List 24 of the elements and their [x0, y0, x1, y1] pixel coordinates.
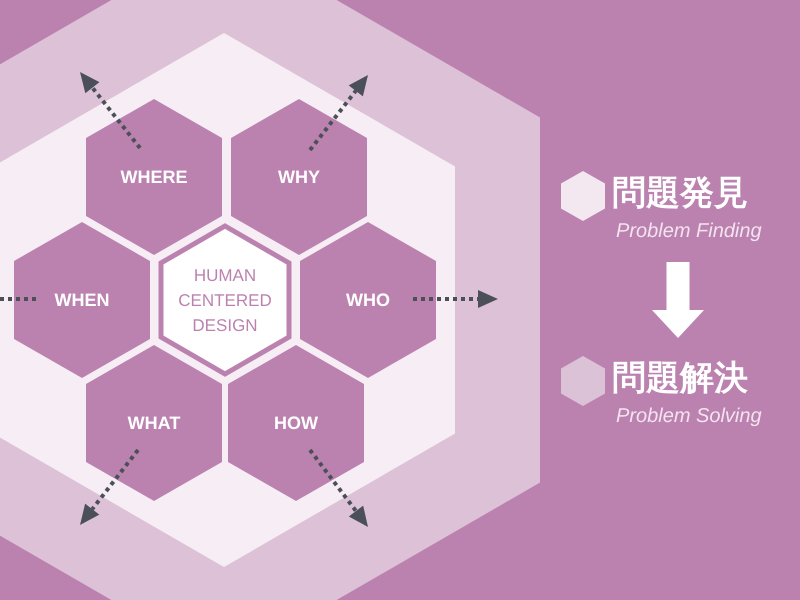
tile-label: WHAT [128, 412, 180, 434]
hexagon-tile [86, 345, 222, 501]
subtitle: Problem Solving [616, 404, 762, 428]
tile-label: WHY [278, 166, 320, 188]
dotted-arrow [308, 75, 368, 152]
center-hexagon [157, 222, 293, 378]
dotted-arrow [413, 290, 498, 308]
heading: 問題発見 [612, 173, 748, 213]
heading: 問題解決 [612, 358, 748, 398]
tile-label: HUMAN CENTERED DESIGN [177, 264, 273, 336]
tile-label: WHEN [54, 290, 110, 310]
hexagon-tile [231, 99, 367, 255]
hexagon-tile [86, 99, 222, 255]
tile-label: WHO [346, 290, 390, 310]
flow-arrow [652, 262, 704, 338]
dotted-arrow [80, 72, 142, 150]
dotted-arrow [80, 448, 140, 525]
dotted-arrow [308, 448, 368, 527]
tile-label: WHERE [120, 166, 188, 188]
subtitle: Problem Finding [616, 219, 762, 243]
hexagon-tile [228, 345, 364, 501]
hexagon-tile [14, 222, 150, 378]
hexagon-tile [300, 222, 436, 378]
tile-label: HOW [274, 412, 318, 434]
